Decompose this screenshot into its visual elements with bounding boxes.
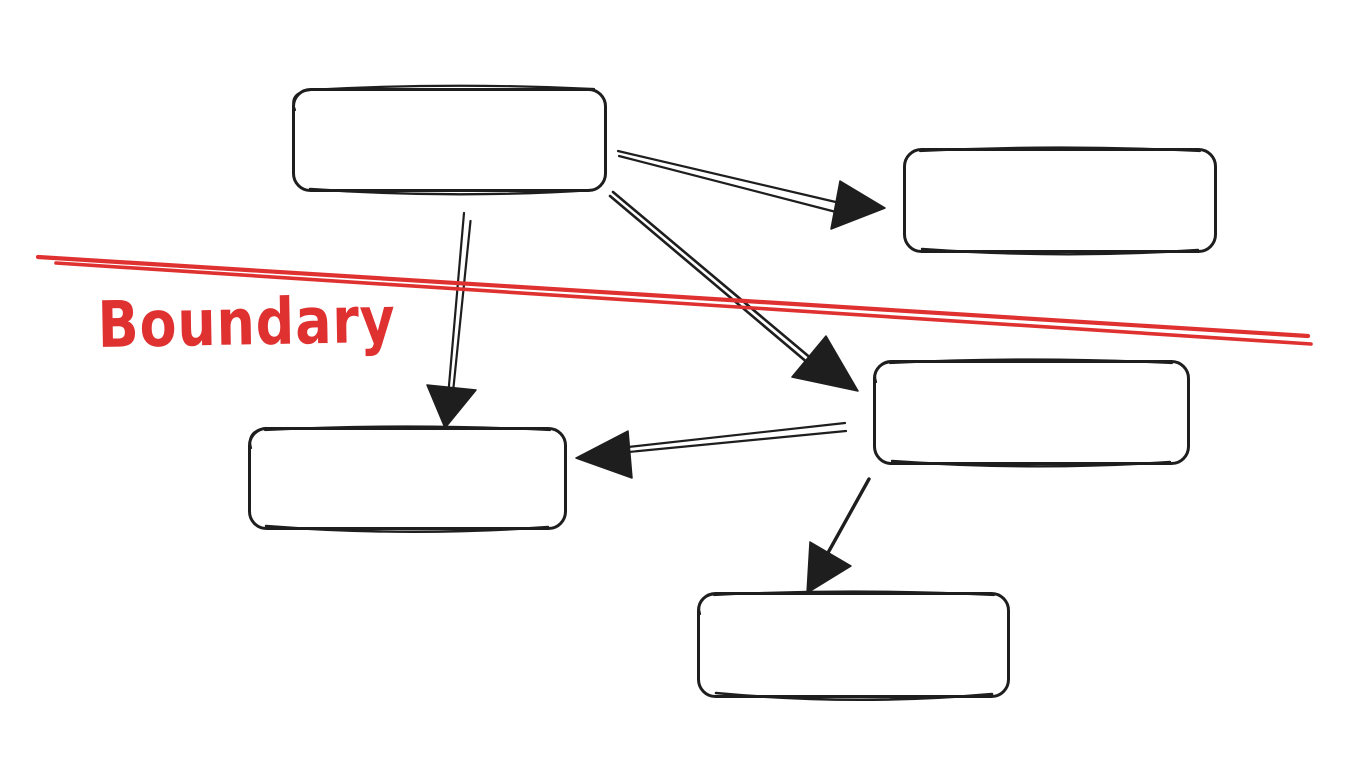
box-outline (292, 88, 607, 192)
arrowhead-down-right-icon (791, 335, 859, 392)
boundary-sketch-stroke-1 (35, 254, 1311, 339)
box-corner-sketch-stroke (697, 592, 717, 616)
node-top-right[interactable] (903, 146, 1217, 256)
arrow-shaft-line-2 (617, 154, 838, 214)
arrow-shaft-line-2 (606, 429, 848, 456)
box-outline (697, 592, 1010, 698)
arrow-shaft-line-1 (616, 149, 842, 205)
arrow-shaft-line-1 (608, 194, 836, 387)
boundary-sketch-stroke-2 (54, 261, 1313, 346)
box-top-sketch-stroke (306, 84, 596, 92)
arrow-top-left-to-top-right[interactable] (616, 149, 886, 230)
box-bottom-sketch-stroke (920, 247, 1200, 256)
arrowhead-down-left-icon (806, 541, 852, 594)
box-top-sketch-stroke (918, 146, 1202, 153)
arrow-top-left-to-mid-left[interactable] (426, 211, 477, 429)
arrowhead-right-icon (830, 180, 886, 230)
boundary-line[interactable] (35, 254, 1313, 346)
box-top-sketch-stroke (712, 590, 996, 597)
box-bottom-sketch-stroke (308, 187, 594, 196)
box-outline (873, 360, 1190, 465)
arrow-shaft-line-1 (822, 477, 871, 562)
box-bottom-sketch-stroke (714, 691, 994, 702)
arrow-shaft-line-1 (446, 211, 466, 399)
box-bottom-sketch-stroke (264, 524, 550, 533)
node-bottom[interactable] (697, 590, 1010, 702)
box-top-sketch-stroke (888, 358, 1174, 365)
box-outline (903, 148, 1217, 253)
boundary-label[interactable]: Boundary (97, 284, 396, 363)
arrow-shaft-line-1 (608, 421, 847, 451)
arrow-mid-right-to-mid-left[interactable] (575, 421, 848, 479)
arrowhead-down-icon (426, 384, 477, 429)
node-mid-left[interactable] (248, 425, 567, 533)
box-bottom-sketch-stroke (890, 459, 1172, 468)
sketch-ink-layer (248, 84, 1217, 702)
box-corner-sketch-stroke (873, 360, 892, 384)
arrow-mid-right-to-bottom[interactable] (806, 477, 871, 594)
box-outline (248, 427, 567, 530)
box-corner-sketch-stroke (248, 426, 268, 450)
arrowhead-left-icon (575, 430, 633, 479)
arrow-top-left-to-mid-right[interactable] (608, 190, 859, 392)
box-corner-sketch-stroke (292, 88, 312, 112)
box-top-sketch-stroke (263, 425, 552, 432)
arrow-shaft-line-2 (451, 219, 472, 399)
node-top-left[interactable] (292, 84, 607, 196)
arrow-shaft-line-2 (611, 190, 840, 383)
node-mid-right[interactable] (873, 358, 1190, 468)
